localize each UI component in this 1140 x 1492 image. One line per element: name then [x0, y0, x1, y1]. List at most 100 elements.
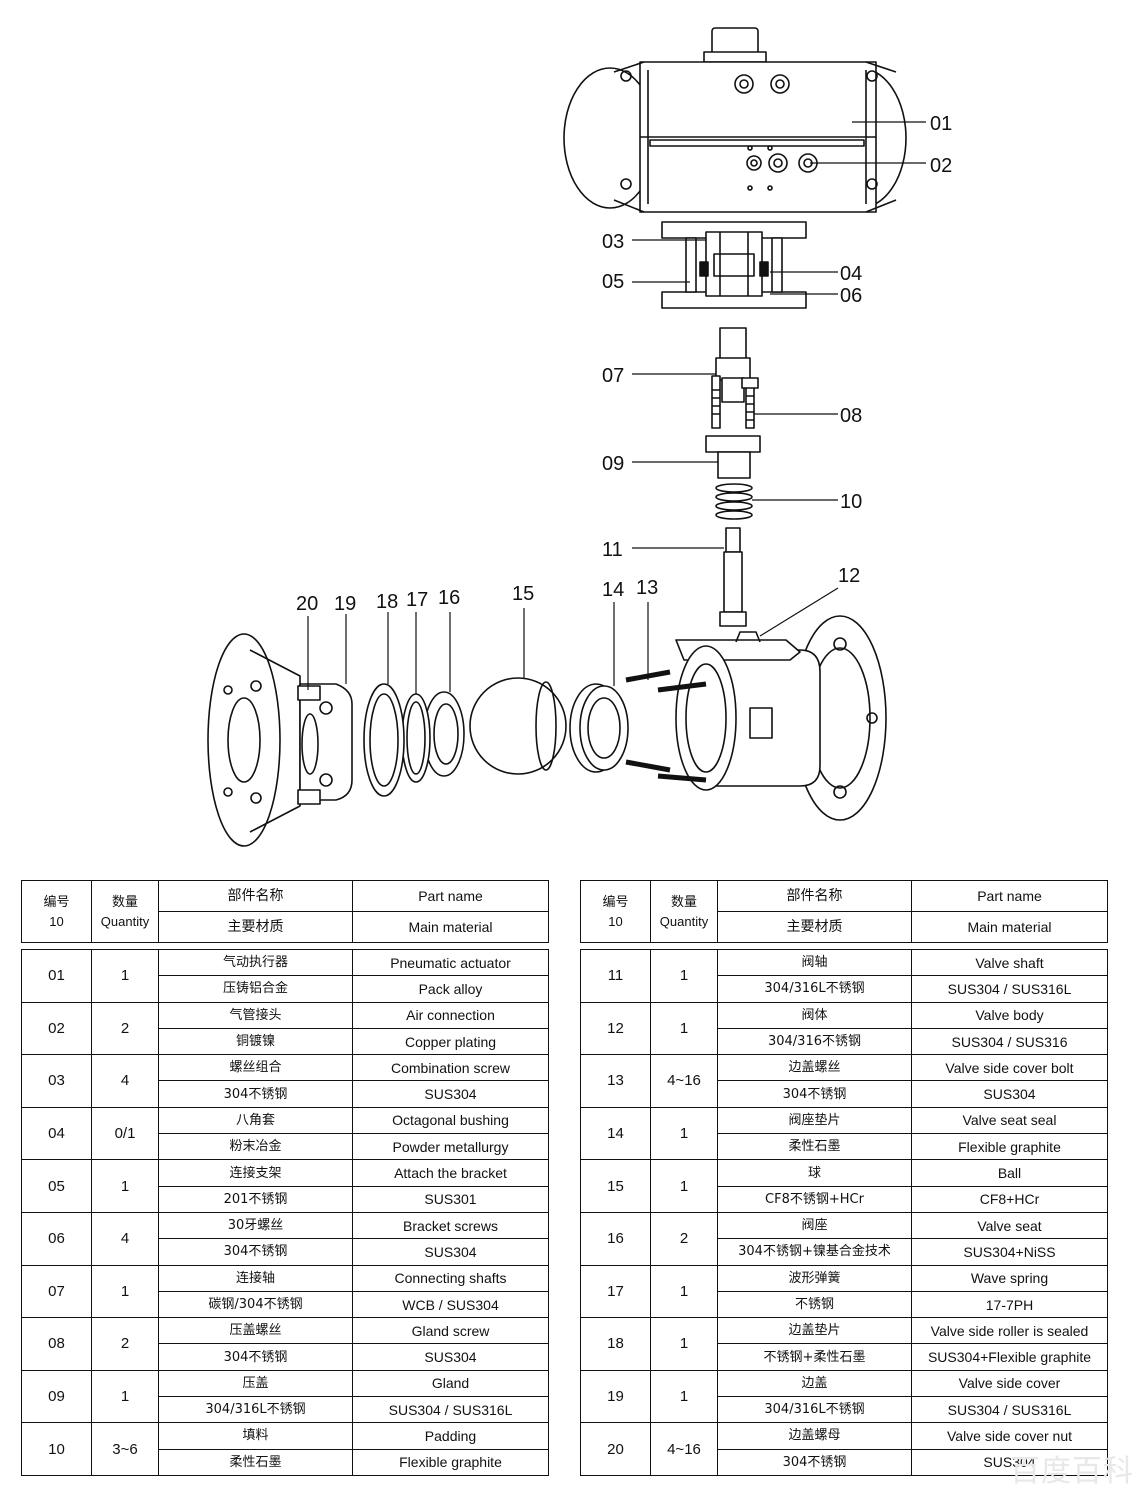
material-cn: 201不锈钢 — [158, 1185, 353, 1213]
part-id: 15 — [580, 1159, 651, 1213]
callout-19: 19 — [334, 593, 356, 615]
part-id: 06 — [21, 1211, 92, 1266]
material-cn: 柔性石墨 — [717, 1133, 912, 1161]
material-en: SUS304 — [352, 1080, 549, 1108]
part-name-en: Gland screw — [352, 1317, 549, 1345]
part-id: 18 — [580, 1317, 651, 1371]
part-name-en: Padding — [352, 1422, 549, 1450]
part-quantity: 1 — [650, 1106, 718, 1161]
header-separator — [580, 942, 1108, 950]
material-cn: CF8不锈钢+HCr — [717, 1185, 912, 1213]
part-id: 13 — [580, 1054, 651, 1108]
part-id: 12 — [580, 1001, 651, 1056]
part-id: 04 — [21, 1106, 92, 1161]
part-id: 19 — [580, 1369, 651, 1424]
header-material-en: Main material — [352, 911, 549, 943]
part-quantity: 2 — [91, 1001, 159, 1056]
side-cover — [207, 633, 353, 847]
material-en: SUS304 / SUS316L — [911, 1396, 1108, 1424]
part-quantity: 1 — [91, 949, 159, 1003]
material-en: SUS304 — [352, 1238, 549, 1266]
material-cn: 不锈钢 — [717, 1290, 912, 1319]
part-name-en: Combination screw — [352, 1054, 549, 1082]
part-name-cn: 螺丝组合 — [158, 1054, 353, 1082]
material-en: CF8+HCr — [911, 1185, 1108, 1213]
part-name-en: Valve side roller is sealed — [911, 1317, 1108, 1345]
callout-02: 02 — [930, 155, 952, 177]
part-quantity: 0/1 — [91, 1106, 159, 1161]
part-quantity: 1 — [650, 1159, 718, 1213]
material-en: Copper plating — [352, 1027, 549, 1056]
part-quantity: 1 — [91, 1159, 159, 1213]
part-id: 17 — [580, 1264, 651, 1319]
part-name-en: Valve side cover — [911, 1369, 1108, 1398]
material-en: SUS304 — [352, 1343, 549, 1371]
part-name-en: Attach the bracket — [352, 1159, 549, 1187]
part-name-cn: 边盖垫片 — [717, 1317, 912, 1345]
part-name-cn: 边盖螺丝 — [717, 1054, 912, 1082]
callout-14: 14 — [602, 579, 624, 601]
part-id: 09 — [21, 1369, 92, 1424]
material-en: 17-7PH — [911, 1290, 1108, 1319]
part-id: 01 — [21, 949, 92, 1003]
leader-lines — [307, 121, 926, 694]
material-cn: 304/316L不锈钢 — [717, 975, 912, 1003]
part-name-en: Valve side cover bolt — [911, 1054, 1108, 1082]
part-name-en: Wave spring — [911, 1264, 1108, 1292]
part-name-en: Pneumatic actuator — [352, 948, 549, 977]
mounting-bracket — [661, 221, 807, 309]
part-name-en: Valve shaft — [911, 948, 1108, 977]
part-quantity: 1 — [650, 1264, 718, 1319]
part-id: 07 — [21, 1264, 92, 1319]
material-en: Powder metallurgy — [352, 1133, 549, 1161]
material-en: SUS304+NiSS — [911, 1238, 1108, 1266]
material-cn: 304不锈钢 — [158, 1343, 353, 1371]
part-name-en: Gland — [352, 1369, 549, 1398]
part-name-cn: 填料 — [158, 1422, 353, 1450]
part-name-en: Connecting shafts — [352, 1264, 549, 1292]
material-en: SUS304 / SUS316 — [911, 1027, 1108, 1056]
part-name-en: Octagonal bushing — [352, 1106, 549, 1135]
callout-10: 10 — [840, 491, 862, 513]
part-quantity: 1 — [91, 1369, 159, 1424]
material-en: WCB / SUS304 — [352, 1290, 549, 1319]
header-part-name-cn: 部件名称 — [717, 880, 912, 912]
valve-seat-seal — [569, 683, 629, 773]
pneumatic-actuator — [563, 27, 907, 213]
part-name-en: Valve seat — [911, 1211, 1108, 1240]
part-name-en: Bracket screws — [352, 1211, 549, 1240]
material-en: Flexible graphite — [352, 1448, 549, 1476]
part-name-cn: 压盖螺丝 — [158, 1317, 353, 1345]
part-name-cn: 30牙螺丝 — [158, 1211, 353, 1240]
part-name-cn: 边盖螺母 — [717, 1422, 912, 1450]
part-id: 10 — [21, 1422, 92, 1476]
part-id: 14 — [580, 1106, 651, 1161]
part-quantity: 1 — [650, 1369, 718, 1424]
part-quantity: 1 — [650, 1001, 718, 1056]
callout-16: 16 — [438, 587, 460, 609]
part-quantity: 4~16 — [650, 1054, 718, 1108]
callout-01: 01 — [930, 113, 952, 135]
material-cn: 碳钢/304不锈钢 — [158, 1290, 353, 1319]
